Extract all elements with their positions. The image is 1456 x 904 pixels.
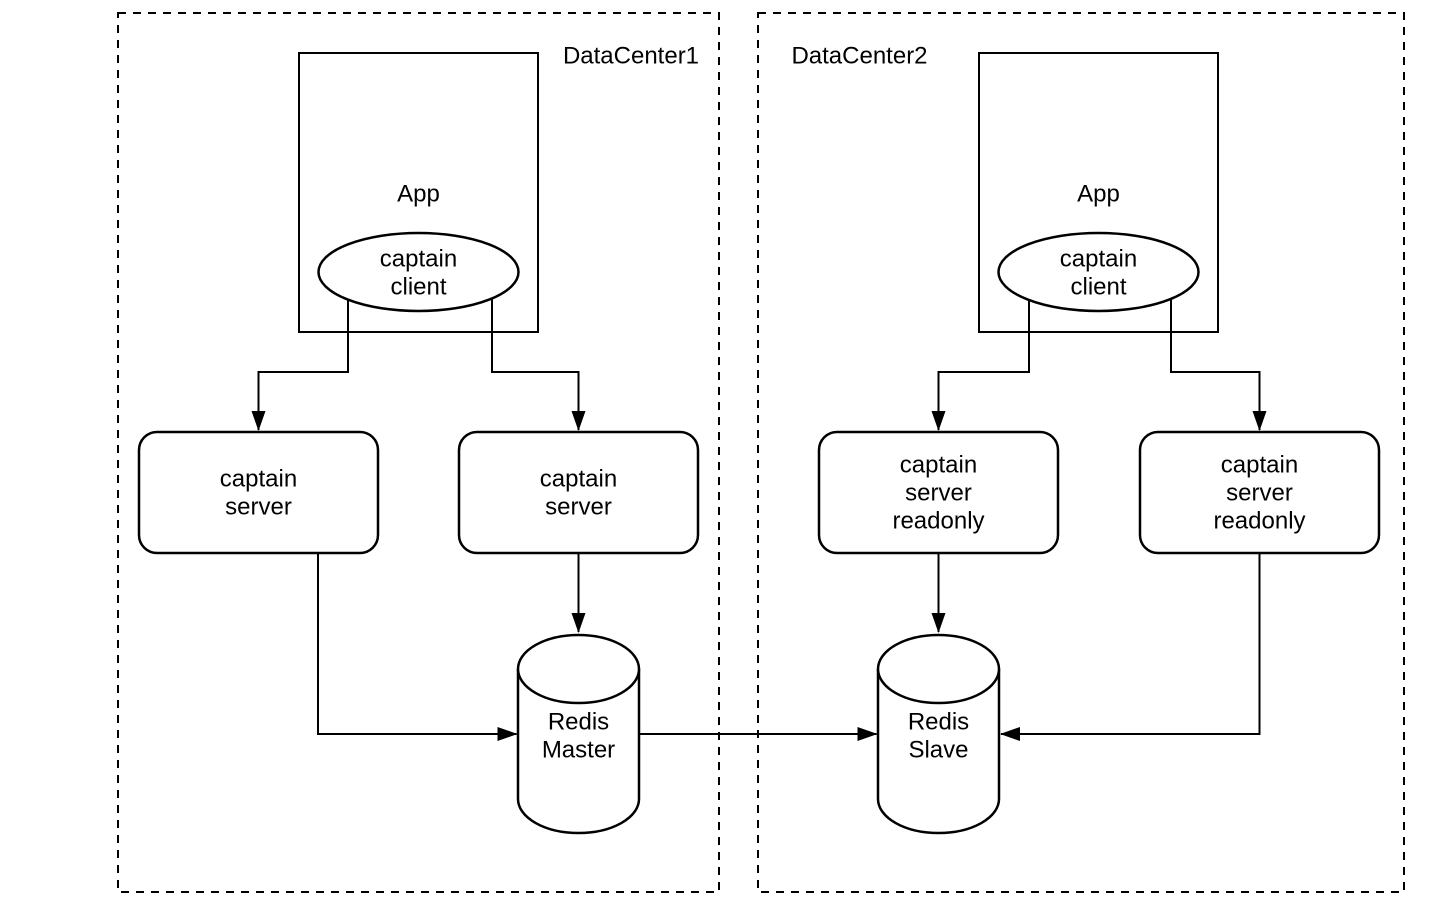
edge-dc2-client-to-server-readonly-left: [931, 299, 1030, 431]
dc2-captain-server-readonly-right-label-line3: readonly: [1213, 508, 1305, 535]
dc1-app-label: App: [397, 181, 440, 208]
redis-master-label-line1: Redis: [548, 709, 609, 736]
edge-dc1-client-to-server-right: [491, 299, 586, 431]
redis-slave-label-line1: Redis: [908, 709, 969, 736]
dc2-captain-client-label-line2: client: [1070, 274, 1126, 301]
datacenter1-boundary: [117, 12, 720, 893]
dc2-captain-server-readonly-right-node: [1138, 430, 1381, 555]
dc1-captain-server-right-label-line1: captain: [540, 466, 617, 493]
redis-slave-cylinder-top: [876, 633, 1001, 705]
redis-master-cylinder-top: [516, 633, 641, 705]
redis-slave-node: Redis Slave: [876, 633, 1001, 835]
datacenter2-label: DataCenter2: [791, 43, 927, 70]
dc2-captain-server-readonly-right-label-line2: server: [1226, 480, 1293, 507]
dc2-captain-server-readonly-left-label-line1: captain: [900, 452, 977, 479]
datacenter1-label: DataCenter1: [563, 43, 699, 70]
dc2-captain-client-label-line1: captain: [1060, 246, 1137, 273]
datacenter2-boundary: [757, 12, 1405, 893]
dc2-captain-server-readonly-left-label-line2: server: [905, 480, 972, 507]
dc1-captain-server-right-node: [457, 430, 700, 555]
dc1-captain-server-left-label-line1: captain: [220, 466, 297, 493]
dc1-captain-client-label-line2: client: [390, 274, 446, 301]
dc1-captain-server-left-label-line2: server: [225, 494, 292, 521]
redis-slave-cylinder-body: [876, 669, 1001, 835]
edge-dc1-client-to-server-left: [251, 300, 349, 431]
dc1-captain-server-left-node: [137, 430, 380, 555]
edge-dc1-server-left-to-redis-master: [317, 553, 518, 741]
dc2-app-label: App: [1077, 181, 1120, 208]
dc2-captain-server-readonly-left-node: [817, 430, 1060, 555]
redis-slave-label-line2: Slave: [908, 737, 968, 764]
edge-dc2-client-to-server-readonly-right: [1170, 299, 1267, 431]
dc1-captain-server-right-label-line2: server: [545, 494, 612, 521]
redis-master-node: Redis Master: [516, 633, 641, 835]
datacenter2-group: DataCenter2 App captain client captain s…: [757, 12, 1405, 893]
edge-dc2-server-readonly-right-to-redis-slave: [1000, 553, 1261, 741]
dc1-captain-client-node: [317, 231, 520, 313]
dc2-captain-server-readonly-left-label-line3: readonly: [892, 508, 984, 535]
dc2-captain-client-node: [997, 231, 1200, 313]
dc2-captain-server-readonly-right-label-line1: captain: [1221, 452, 1298, 479]
redis-master-cylinder-body: [516, 669, 641, 835]
datacenter1-group: DataCenter1 App captain client captain s…: [117, 12, 720, 893]
dc1-captain-client-label-line1: captain: [380, 246, 457, 273]
redis-master-label-line2: Master: [542, 737, 615, 764]
